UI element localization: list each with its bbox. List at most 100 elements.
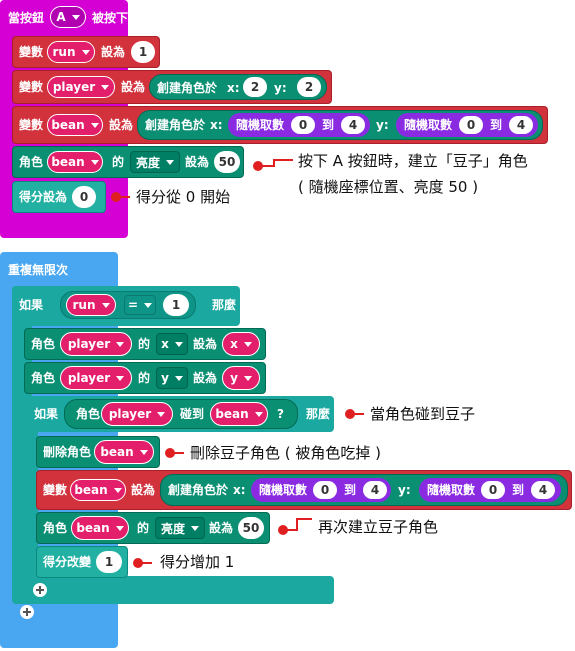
question-label: ? xyxy=(277,407,284,421)
set-to-label: 設為 xyxy=(209,521,234,535)
run-init-value[interactable]: 1 xyxy=(131,41,155,63)
y-label: y: xyxy=(376,118,389,132)
annotation-score-add: 得分增加 1 xyxy=(160,553,235,571)
x-label: x: xyxy=(210,118,223,132)
score-set-label: 得分設為 xyxy=(19,190,68,204)
x-property-dropdown[interactable]: x xyxy=(156,333,188,355)
set-to-label: 設為 xyxy=(193,371,218,385)
to-label: 到 xyxy=(512,483,525,497)
random-x-min[interactable]: 0 xyxy=(313,481,337,499)
run-variable-dropdown[interactable]: run xyxy=(47,41,95,63)
x-label: x: xyxy=(227,81,240,95)
annotation-line xyxy=(296,518,312,520)
annotation-score-start: 得分從 0 開始 xyxy=(136,188,231,206)
create-sprite-label: 創建角色於 xyxy=(157,81,218,95)
annotation-line xyxy=(296,518,298,531)
random-y-min[interactable]: 0 xyxy=(481,481,505,499)
annotation-marker-icon xyxy=(278,525,288,535)
x-variable-dropdown[interactable]: x xyxy=(222,332,260,356)
annotation-marker-icon xyxy=(253,161,263,171)
random-label: 隨機取數 xyxy=(236,118,285,132)
random-x-max[interactable]: 4 xyxy=(341,116,365,134)
button-a-dropdown[interactable]: A xyxy=(50,6,86,28)
x-label: x: xyxy=(233,483,246,497)
sprite-label: 角色 xyxy=(31,337,56,351)
y-property-dropdown[interactable]: y xyxy=(156,367,188,389)
annotation-marker-icon xyxy=(165,448,175,458)
player-x-value[interactable]: 2 xyxy=(243,77,267,97)
if-touching-add-else-icon[interactable] xyxy=(33,583,47,597)
bean-variable-dropdown[interactable]: bean xyxy=(94,440,154,464)
score-increment-value[interactable]: 1 xyxy=(96,551,122,573)
bean-variable-dropdown[interactable]: bean xyxy=(47,114,103,136)
if-touching-block-footer xyxy=(28,576,334,600)
annotation-line xyxy=(283,529,297,531)
random-x-max[interactable]: 4 xyxy=(363,481,387,499)
annotation-line xyxy=(138,562,152,564)
random-y-min[interactable]: 0 xyxy=(459,116,483,134)
set-to-label: 設為 xyxy=(131,483,156,497)
create-sprite-label: 創建角色於 xyxy=(168,483,229,497)
random-y-max[interactable]: 4 xyxy=(509,116,533,134)
variable-label: 變數 xyxy=(43,483,68,497)
to-label: 到 xyxy=(490,118,503,132)
annotation-marker-icon xyxy=(133,558,143,568)
then-label: 那麼 xyxy=(306,407,331,421)
create-sprite-label: 創建角色於 xyxy=(145,118,206,132)
player-variable-dropdown[interactable]: player xyxy=(60,366,132,390)
brightness-value[interactable]: 50 xyxy=(238,517,264,539)
sprite-label: 角色 xyxy=(76,407,101,421)
random-label: 隨機取數 xyxy=(427,483,476,497)
random-y-max[interactable]: 4 xyxy=(531,481,555,499)
create-sprite-reporter[interactable] xyxy=(149,74,327,100)
of-label: 的 xyxy=(138,371,151,385)
annotation-create-bean-detail: ( 隨機座標位置、亮度 50 ) xyxy=(298,178,479,196)
annotation-line xyxy=(273,159,275,167)
of-label: 的 xyxy=(112,155,125,169)
player-variable-dropdown[interactable]: player xyxy=(60,332,132,356)
delete-sprite-label: 刪除角色 xyxy=(43,445,92,459)
annotation-marker-icon xyxy=(345,409,355,419)
y-label: y: xyxy=(274,81,287,95)
player-y-value[interactable]: 2 xyxy=(297,77,321,97)
if-label: 如果 xyxy=(19,298,44,312)
annotation-line xyxy=(273,159,293,161)
if-label: 如果 xyxy=(34,407,59,421)
bean-variable-dropdown[interactable]: bean xyxy=(71,516,129,540)
brightness-dropdown[interactable]: 亮度 xyxy=(155,517,205,539)
bean-variable-dropdown[interactable]: bean xyxy=(47,151,103,173)
random-x-min[interactable]: 0 xyxy=(291,116,315,134)
variable-label: 變數 xyxy=(19,45,44,59)
variable-label: 變數 xyxy=(19,80,44,94)
brightness-value[interactable]: 50 xyxy=(214,151,240,173)
score-change-label: 得分改變 xyxy=(43,555,92,569)
on-button-label: 當按鈕 xyxy=(8,11,45,25)
sprite-label: 角色 xyxy=(31,371,56,385)
bean-variable-dropdown[interactable]: bean xyxy=(70,479,126,501)
brightness-dropdown[interactable]: 亮度 xyxy=(130,151,180,173)
annotation-line xyxy=(170,452,184,454)
pressed-label: 被按下 xyxy=(92,11,129,25)
set-to-label: 設為 xyxy=(193,337,218,351)
run-variable-dropdown[interactable]: run xyxy=(66,294,116,316)
eq-operator-dropdown[interactable]: = xyxy=(124,295,156,315)
sprite-label: 角色 xyxy=(19,155,44,169)
player-variable-dropdown[interactable]: player xyxy=(101,402,173,426)
to-label: 到 xyxy=(322,118,335,132)
if-run-add-else-icon[interactable] xyxy=(20,605,34,619)
bean-variable-dropdown[interactable]: bean xyxy=(210,402,268,426)
random-label: 隨機取數 xyxy=(259,483,308,497)
sprite-label: 角色 xyxy=(43,521,68,535)
y-variable-dropdown[interactable]: y xyxy=(222,366,260,390)
run-compare-value[interactable]: 1 xyxy=(163,294,189,316)
of-label: 的 xyxy=(138,337,151,351)
set-to-label: 設為 xyxy=(101,45,126,59)
to-label: 到 xyxy=(344,483,357,497)
variable-label: 變數 xyxy=(19,118,44,132)
score-init-value[interactable]: 0 xyxy=(72,186,96,208)
y-label: y: xyxy=(398,483,411,497)
annotation-line xyxy=(350,413,364,415)
player-variable-dropdown[interactable]: player xyxy=(47,76,115,98)
annotation-marker-icon xyxy=(111,192,121,202)
set-to-label: 設為 xyxy=(109,118,134,132)
